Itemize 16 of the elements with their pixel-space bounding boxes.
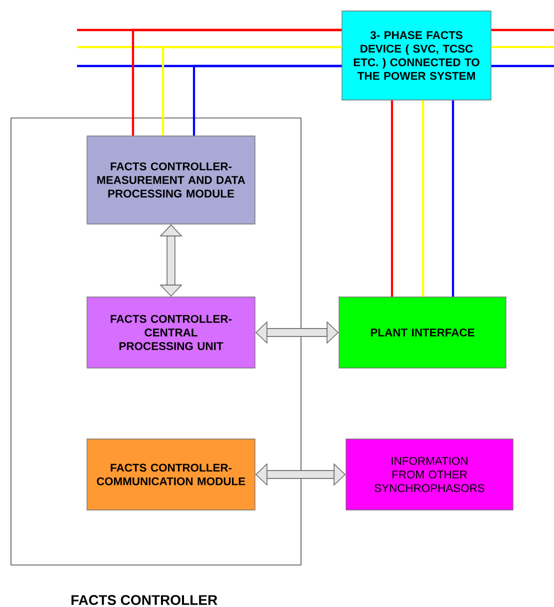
processor-box: FACTS CONTROLLER- CENTRAL PROCESSING UNIT bbox=[86, 296, 256, 368]
info-box: INFORMATION FROM OTHER SYNCHROPHASORS bbox=[346, 438, 514, 510]
phase-line bbox=[452, 100, 454, 297]
phase-line bbox=[422, 100, 424, 297]
phase-line bbox=[390, 100, 394, 297]
phase-line bbox=[192, 64, 342, 136]
phase-line bbox=[132, 28, 342, 136]
module-box: FACTS CONTROLLER- MEASUREMENT AND DATA PROCESSING MODULE bbox=[86, 136, 256, 224]
phase-line bbox=[491, 28, 554, 32]
frame-title: FACTS CONTROLLER bbox=[72, 595, 218, 605]
phase-line bbox=[491, 64, 554, 68]
interface-box: PLANT INTERFACE bbox=[338, 296, 506, 368]
phase-line bbox=[162, 46, 342, 136]
device-box: 3- PHASE FACTS DEVICE ( SVC, TCSC ETC. ) CONNECTED TO THE POWER SYSTEM bbox=[342, 10, 492, 100]
phase-line bbox=[491, 46, 554, 48]
module-box: FACTS CONTROLLER- COMMUNICATION MODULE bbox=[86, 438, 256, 510]
